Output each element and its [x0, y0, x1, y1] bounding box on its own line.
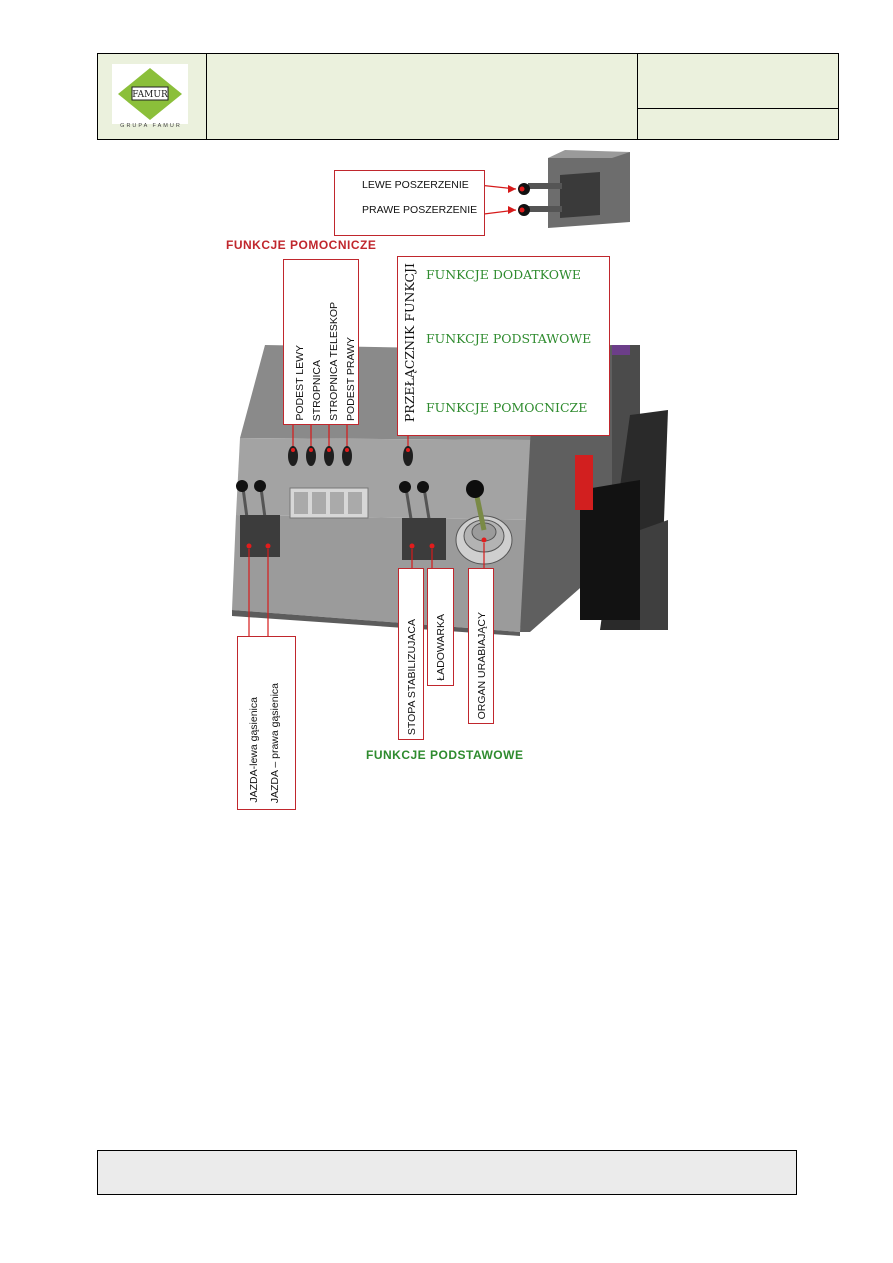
revision-cell-divider — [638, 108, 838, 109]
auxiliary-functions-label: FUNKCJE POMOCNICZE — [426, 400, 588, 415]
cutting-head-box: ORGAN URABIAJĄCY — [468, 568, 494, 724]
loader-label: ŁADOWARKA — [435, 614, 447, 681]
aux-label-stropnica: STROPNICA — [311, 359, 323, 421]
auxiliary-label-box: PODEST LEWY STROPNICA STROPNICA TELESKOP… — [283, 259, 359, 425]
drive-label-box: JAZDA-lewa gąsienica JAZDA – prawa gąsie… — [237, 636, 296, 810]
widening-label-box: LEWE POSZERZENIE PRAWE POSZERZENIE — [334, 170, 485, 236]
aux-label-podest-lewy: PODEST LEWY — [294, 345, 306, 421]
basic-functions-label: FUNKCJE PODSTAWOWE — [426, 331, 592, 346]
stabilizing-foot-label: STOPA STABILIZUJACA — [406, 618, 418, 735]
drive-left-label: JAZDA-lewa gąsienica — [248, 697, 260, 803]
auxiliary-functions-title: FUNKCJE POMOCNICZE — [226, 238, 377, 252]
valve-block — [289, 487, 369, 519]
drive-right-label: JAZDA – prawa gąsienica — [269, 682, 281, 803]
drive-levers — [236, 480, 280, 557]
aux-label-stropnica-teleskop: STROPNICA TELESKOP — [328, 302, 340, 421]
auxiliary-toggles — [288, 446, 413, 466]
joystick — [455, 480, 513, 565]
document-header: FAMUR GRUPA FAMUR — [97, 53, 839, 140]
stabilizing-foot-box: STOPA STABILIZUJACA — [398, 568, 424, 740]
document-footer — [97, 1150, 797, 1195]
logo-caption: GRUPA FAMUR — [120, 123, 182, 129]
cutting-head-label: ORGAN URABIAJĄCY — [476, 611, 488, 719]
basic-levers — [399, 481, 446, 560]
basic-functions-title: FUNKCJE PODSTAWOWE — [366, 748, 524, 762]
title-cell — [206, 54, 638, 139]
left-widening-label: LEWE POSZERZENIE — [362, 179, 469, 191]
pointer-arrowheads — [508, 185, 516, 214]
company-logo: FAMUR — [112, 64, 188, 124]
function-switch-title: PRZEŁĄCZNIK FUNKCJI — [402, 263, 417, 423]
function-switch-box: PRZEŁĄCZNIK FUNKCJI FUNKCJE DODATKOWE FU… — [397, 256, 610, 436]
aux-label-podest-prawy: PODEST PRAWY — [345, 336, 357, 421]
loader-box: ŁADOWARKA — [427, 568, 454, 686]
svg-text:FAMUR: FAMUR — [132, 90, 168, 100]
right-widening-label: PRAWE POSZERZENIE — [362, 204, 478, 216]
widening-lever-unit — [518, 150, 630, 228]
logo-cell: FAMUR GRUPA FAMUR — [98, 54, 207, 139]
additional-functions-label: FUNKCJE DODATKOWE — [426, 267, 582, 282]
